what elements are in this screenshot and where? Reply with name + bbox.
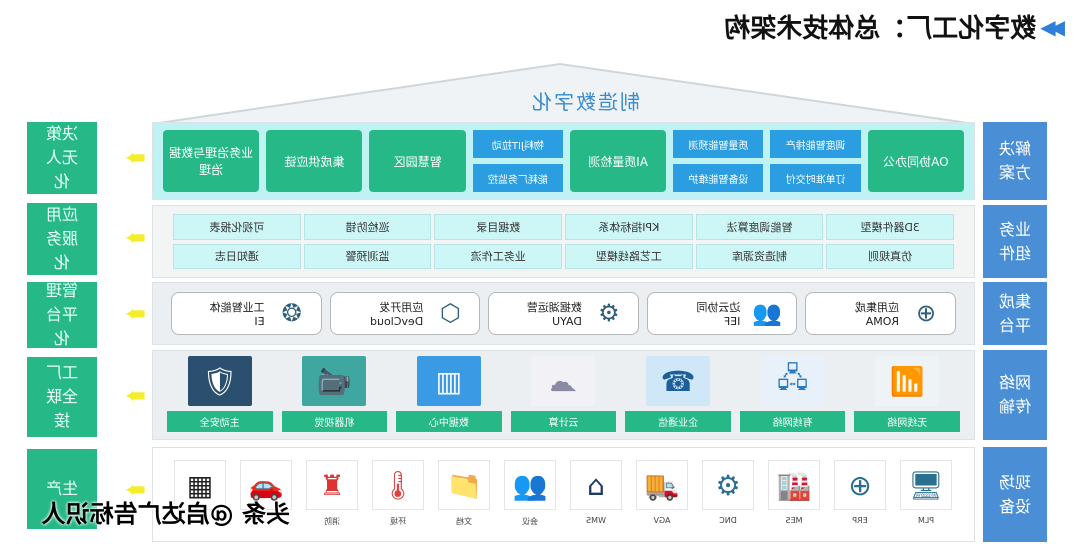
headset-icon: ☎ [646, 356, 711, 406]
erp-icon: ⊕ [834, 460, 886, 510]
hexagons-icon: ⬡ [439, 298, 461, 327]
solution-item: 调度智能排产 [770, 130, 861, 158]
layer-label-solutions: 解决方案 [983, 122, 1047, 200]
component: 监测预警 [303, 243, 432, 269]
network-item: 云计算 [510, 411, 617, 432]
monitor-wrench-icon: 🖥 [900, 460, 952, 510]
layer-label-components: 业务组件 [983, 205, 1047, 278]
goal-connect: 工厂全联接 [27, 357, 97, 437]
component: 数据目录 [434, 214, 563, 240]
solution-park: 智慧园区 [369, 130, 466, 192]
component: 制造资源库 [695, 243, 824, 269]
watermark: 头条 @启达广告标识人 [41, 500, 290, 528]
document-icon: 📁 [438, 460, 490, 510]
arrow-right-icon: ➨ [124, 223, 146, 253]
warehouse-icon: ⌂ [570, 460, 622, 510]
users-icon: 👥 [752, 298, 783, 327]
solution-item: 设备智能维护 [673, 164, 764, 192]
component: 巡检防错 [303, 214, 432, 240]
layer-label-devices: 现场设备 [983, 447, 1047, 542]
app-integration-icon: ⊕ [915, 298, 937, 327]
double-arrow-icon: ▶▶ [1046, 14, 1065, 39]
solution-oa: OA协同办公 [867, 130, 964, 192]
roof-label: 制造数字化 [530, 90, 640, 114]
arrow-right-icon: ➨ [124, 299, 146, 329]
arrow-right-icon: ➨ [124, 143, 146, 173]
server-icon: ▥ [416, 356, 481, 406]
shield-lock-icon: 🛡 [187, 356, 252, 406]
goal-platform: 管理平台化 [27, 281, 97, 348]
meeting-icon: 👥 [504, 460, 556, 510]
network-item: 主动安全 [166, 411, 273, 432]
component: 通知日志 [173, 243, 301, 269]
network-item: 企业通信 [625, 411, 731, 432]
factory-icon: 🏭 [768, 460, 820, 510]
cloud-icon: ☁ [531, 356, 596, 406]
component: 智能调度算法 [695, 214, 824, 240]
goal-service: 应用服务化 [27, 203, 97, 275]
roof [152, 62, 975, 124]
machine-icon: ⚙ [702, 460, 754, 510]
solution-gov: 业务治理与数据治理 [163, 130, 260, 192]
solution-item: 能耗厂务监控 [472, 164, 563, 192]
solution-item: 物料JIT拉动 [472, 130, 563, 158]
network-layer: 📶 无线网络 🖧 有线网络 ☎ 企业通信 ☁ 云计算 ▥ 数据中心 📹 机器视觉 🛡 主动安全 [152, 350, 975, 440]
network-item: 有线网络 [739, 411, 846, 432]
component: 仿真规则 [826, 243, 954, 269]
wifi-icon: 📶 [875, 356, 940, 406]
solution-ai: AI质量检测 [570, 130, 667, 192]
camera-icon: 📹 [302, 356, 367, 406]
solution-item: 订单准时交付 [770, 164, 861, 192]
thermometer-icon: 🌡 [372, 460, 424, 510]
component: KPI指标体系 [565, 214, 693, 240]
wired-network-icon: 🖧 [760, 356, 825, 406]
component: 3D器件模型 [826, 214, 954, 240]
component: 业务工作流 [434, 243, 563, 269]
goal-decision: 决策无人化 [27, 122, 97, 194]
component: 可视化报表 [173, 214, 301, 240]
solution-item: 质量智能预测 [673, 130, 764, 158]
network-item: 数据中心 [396, 411, 502, 432]
arrow-right-icon: ➨ [124, 381, 146, 411]
network-item: 机器视觉 [281, 411, 388, 432]
brain-icon: ❂ [281, 298, 302, 327]
agv-icon: 🚚 [636, 460, 688, 510]
component: 工艺路线模型 [565, 243, 693, 269]
network-item: 无线网络 [854, 411, 960, 432]
page-title: ▶▶数字化工厂：总体技术架构 [724, 14, 1065, 44]
solutions-layer: OA协同办公 调度智能排产订单准时交付 质量智能预测设备智能维护 AI质量检测 … [152, 122, 975, 200]
gear-cycle-icon: ⚙ [598, 298, 620, 327]
solution-scm: 集成供应链 [266, 130, 363, 192]
hydrant-icon: ♜ [306, 460, 358, 510]
layer-label-platform: 集成平台 [983, 282, 1047, 345]
layer-label-network: 网络传输 [983, 350, 1047, 440]
